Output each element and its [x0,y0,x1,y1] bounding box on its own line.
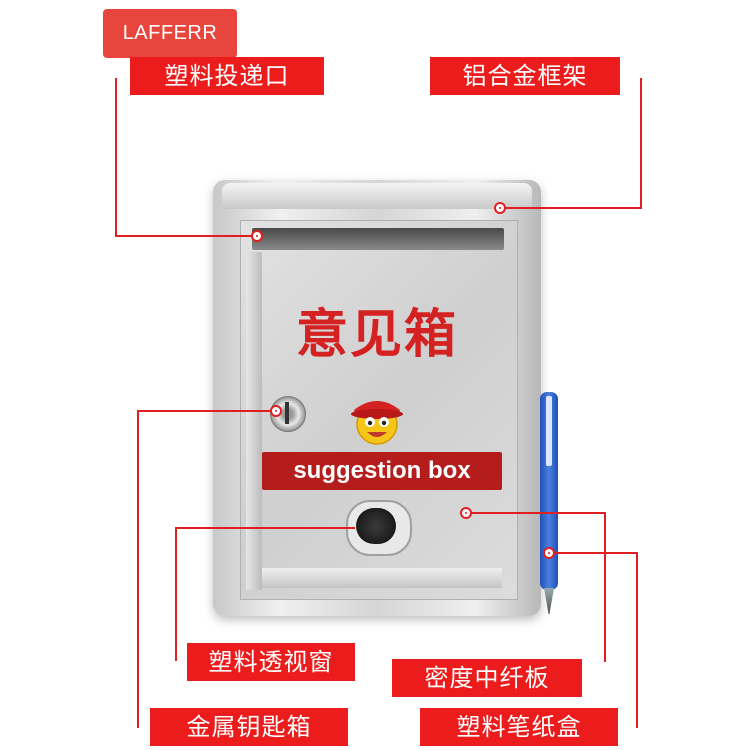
callout-dot [251,230,263,242]
callout-line [137,410,139,728]
label-band [262,452,502,490]
label-lock: 金属钥匙箱 [150,708,348,746]
callout-dot [543,547,555,559]
pen-body [540,392,558,590]
view-window-glass [356,508,396,544]
label-slot: 塑料投递口 [130,57,324,95]
callout-line [466,512,606,514]
callout-line [115,78,117,236]
band-text: suggestion box [293,457,471,484]
label-pen: 塑料笔纸盒 [420,708,618,746]
brand-badge: LAFFERR [103,9,237,58]
callout-line [175,527,177,661]
callout-line [137,410,273,412]
key-slot [285,402,289,424]
callout-line [175,527,355,529]
deposit-slot [252,228,504,250]
label-board: 密度中纤板 [392,659,582,697]
callout-line [500,207,642,209]
pen-tip [544,588,554,614]
bottom-rail [262,568,502,588]
callout-line [115,235,257,237]
callout-dot [270,405,282,417]
callout-dot [494,202,506,214]
callout-line [548,552,638,554]
pen-clip [546,396,552,466]
callout-line [604,512,606,662]
callout-dot [460,507,472,519]
callout-line [640,78,642,208]
smiley-cap-icon [351,401,403,445]
frame-top-bar [222,183,532,209]
label-window: 塑料透视窗 [187,643,355,681]
side-rail [246,252,262,590]
callout-line [636,552,638,728]
label-frame: 铝合金框架 [430,57,620,95]
box-title: 意见箱 [295,304,458,365]
